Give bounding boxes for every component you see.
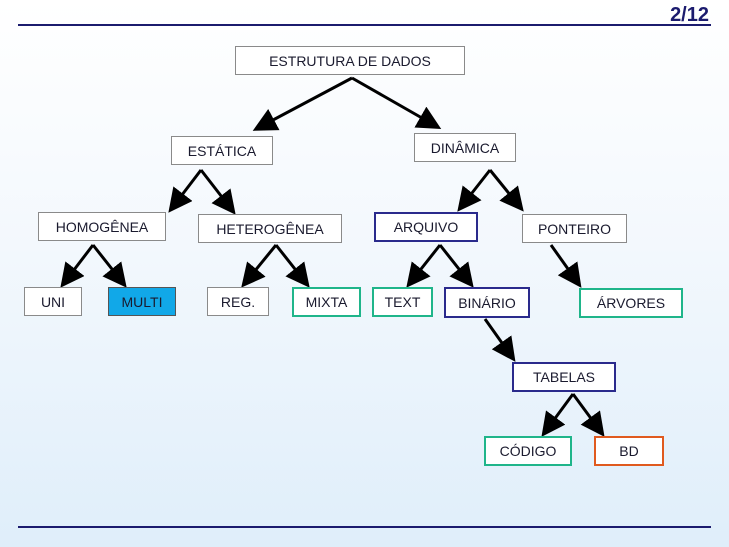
- node-estrutura-de-dados: ESTRUTURA DE DADOS: [235, 46, 465, 75]
- arrow-dinamica-ponteiro: [488, 169, 524, 212]
- arrow-dinamica-arquivo: [457, 169, 492, 212]
- node-dinamica: DINÂMICA: [414, 133, 516, 162]
- node-mixta: MIXTA: [292, 287, 361, 317]
- arrow-arquivo-text: [406, 244, 442, 288]
- node-arquivo: ARQUIVO: [374, 212, 478, 242]
- bottom-rule: [18, 526, 711, 528]
- arrow-estatica-homogenea: [168, 169, 203, 213]
- arrow-homogenea-uni: [60, 244, 95, 288]
- node-uni: UNI: [24, 287, 82, 316]
- node-text: TEXT: [372, 287, 433, 317]
- node-tabelas: TABELAS: [512, 362, 616, 392]
- node-homogenea: HOMOGÊNEA: [38, 212, 166, 241]
- node-ponteiro: PONTEIRO: [522, 214, 627, 243]
- node-multi: MULTI: [108, 287, 176, 316]
- arrow-root-estatica: [252, 76, 353, 131]
- node-codigo: CÓDIGO: [484, 436, 572, 466]
- node-binario: BINÁRIO: [444, 287, 530, 318]
- arrow-heterogenea-reg: [241, 244, 278, 288]
- arrow-homogenea-multi: [91, 244, 127, 288]
- arrow-arquivo-binario: [438, 244, 474, 288]
- arrow-tabelas-bd: [571, 393, 605, 437]
- node-arvores: ÁRVORES: [579, 288, 683, 318]
- arrow-ponteiro-arvores: [549, 244, 582, 288]
- node-heterogenea: HETEROGÊNEA: [198, 214, 342, 243]
- arrow-estatica-heterogenea: [199, 169, 236, 215]
- top-rule: [18, 24, 711, 26]
- arrow-binario-tabelas: [483, 318, 516, 362]
- node-reg: REG.: [207, 287, 269, 316]
- arrow-tabelas-codigo: [541, 393, 575, 437]
- node-estatica: ESTÁTICA: [171, 136, 273, 165]
- arrow-heterogenea-mixta: [274, 244, 310, 288]
- node-bd: BD: [594, 436, 664, 466]
- page-number: 2/12: [670, 4, 709, 26]
- arrow-root-dinamica: [351, 76, 442, 129]
